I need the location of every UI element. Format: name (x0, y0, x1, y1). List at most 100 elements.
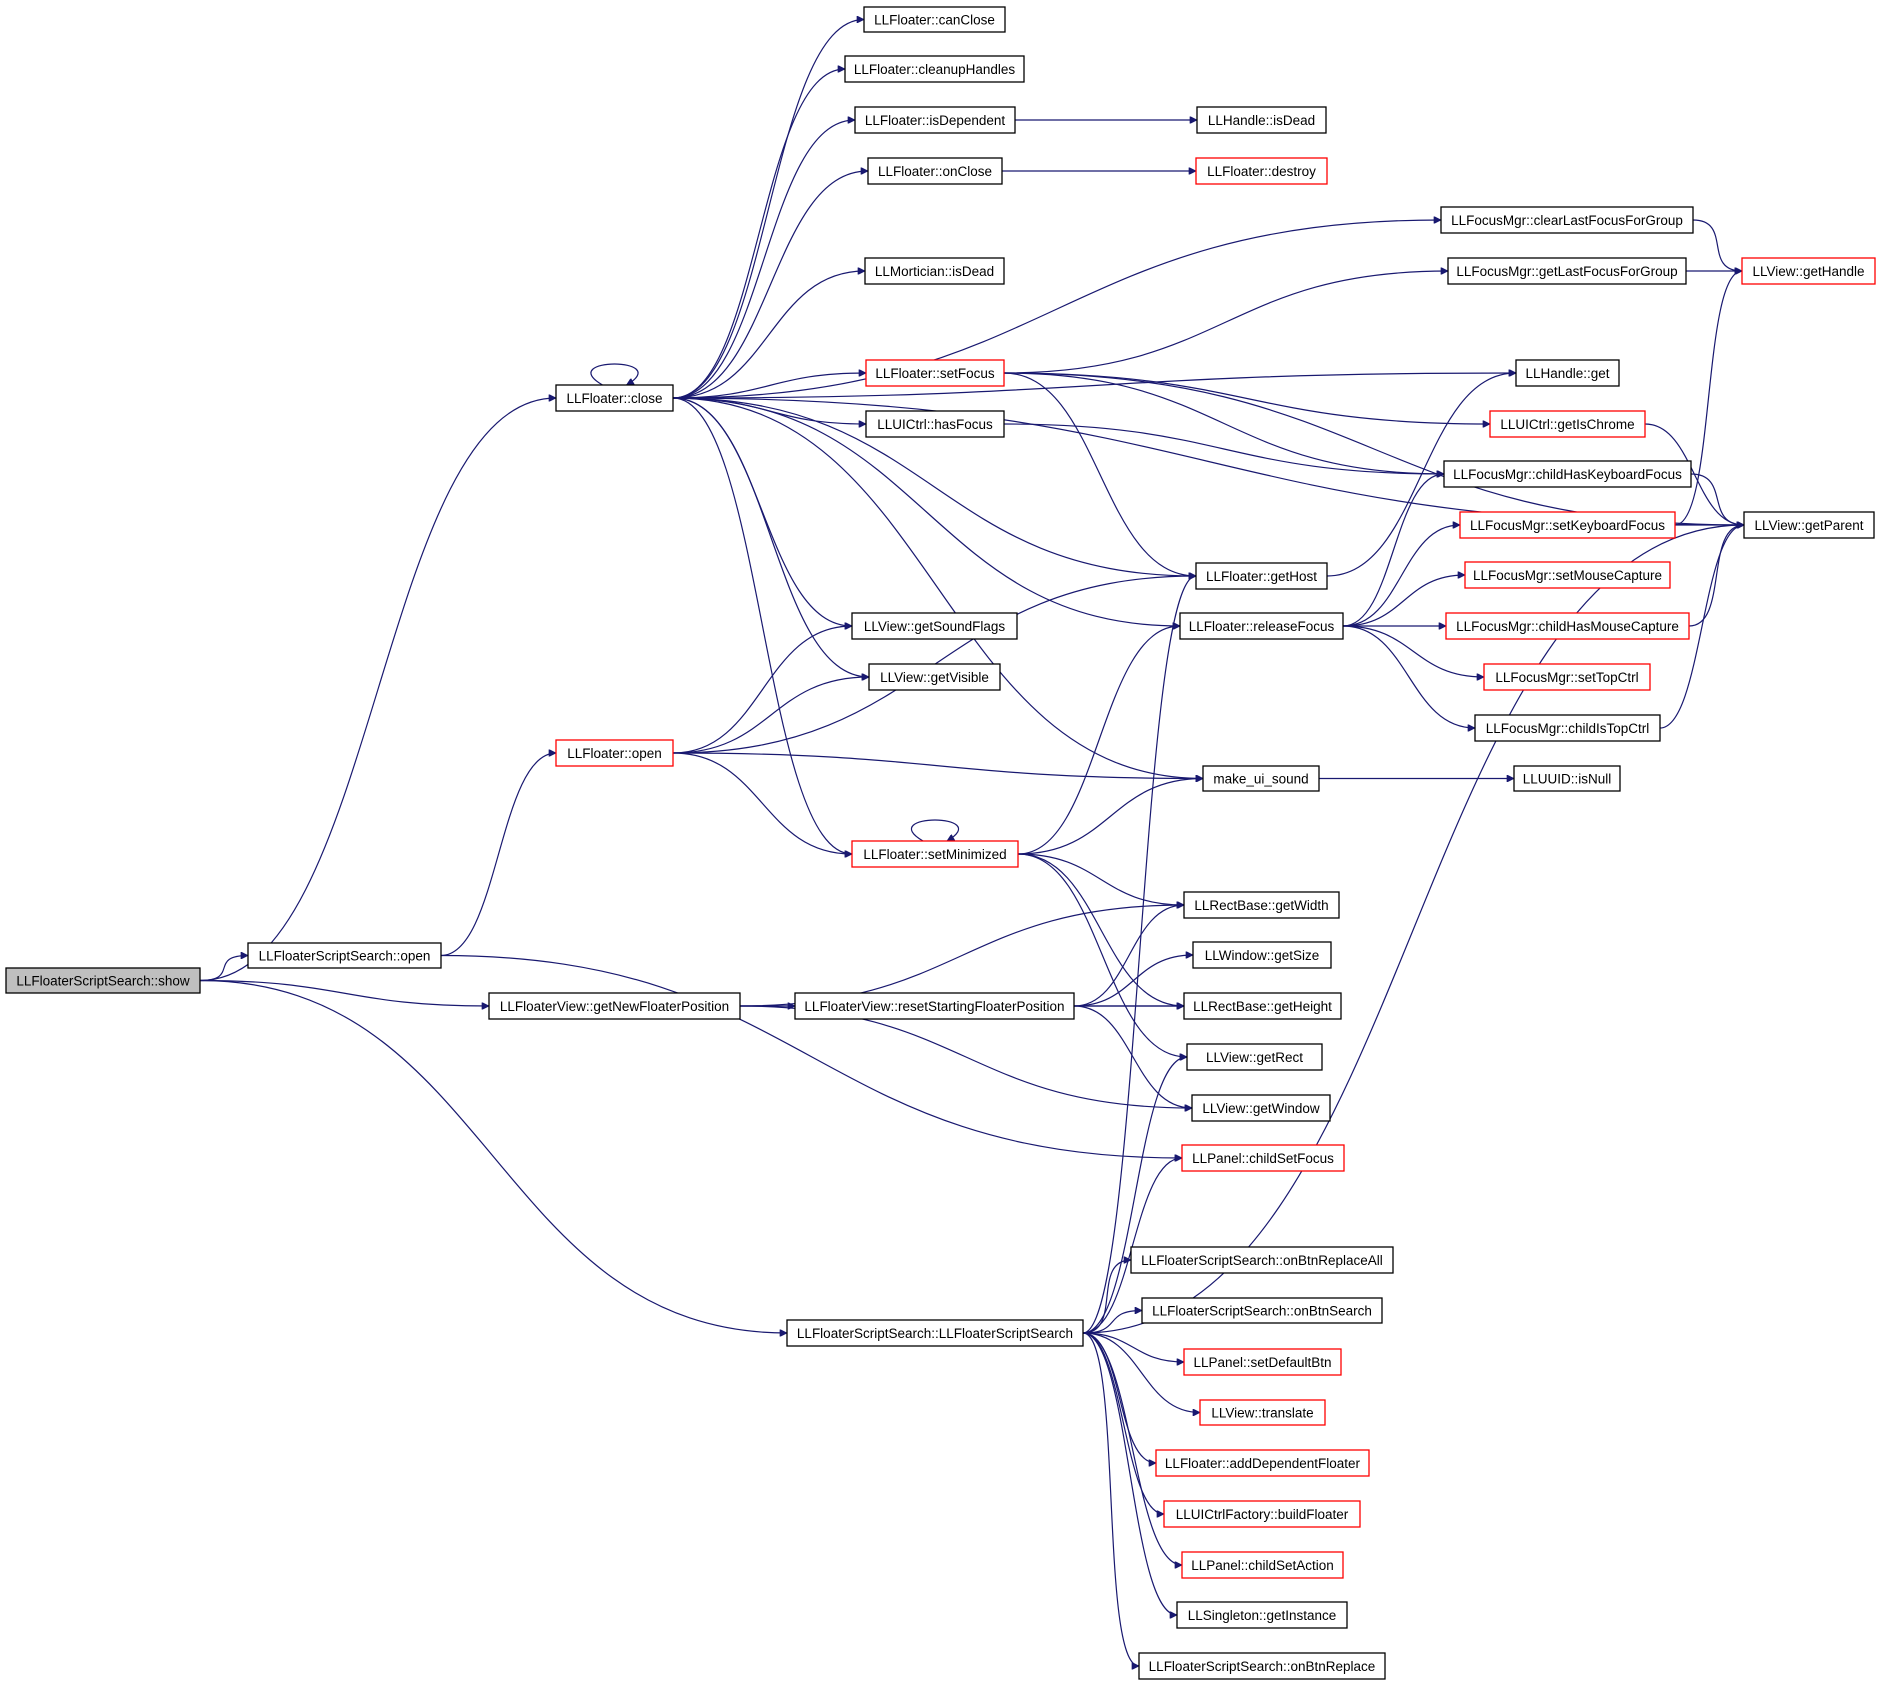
node-box (851, 612, 1018, 640)
edge-childHasKeyboardFocus-to-getParent (1690, 473, 1744, 525)
node-getNewFloaterPosition[interactable]: LLFloaterView::getNewFloaterPosition (488, 992, 741, 1020)
node-mortician_isDead[interactable]: LLMortician::isDead (864, 257, 1005, 285)
edge-fss_open-to-fl_open (440, 753, 556, 957)
edge-fl_open-to-setMinimized (672, 752, 852, 854)
edge-fss_ctor-to-setDefaultBtn (1082, 1332, 1184, 1362)
node-label: LLView::getHandle (1752, 264, 1864, 279)
node-label: LLFloater::setMinimized (863, 847, 1006, 862)
node-getHandle[interactable]: LLView::getHandle (1741, 257, 1876, 285)
edge-fl_open-to-getSoundFlags (672, 626, 852, 754)
node-getWindow[interactable]: LLView::getWindow (1191, 1094, 1331, 1122)
node-label: LLWindow::getSize (1205, 948, 1320, 963)
node-label: LLView::getSoundFlags (864, 619, 1006, 634)
edge-close-to-cleanupHandles (672, 69, 845, 399)
edge-setFocus-to-getHost (1003, 372, 1196, 576)
node-setKeyboardFocus[interactable]: LLFocusMgr::setKeyboardFocus (1459, 511, 1676, 539)
node-show[interactable]: LLFloaterScriptSearch::show (5, 967, 201, 994)
node-box (854, 106, 1016, 134)
edge-setFocus-to-getLastFocusForGroup (1003, 271, 1448, 374)
node-setMouseCapture[interactable]: LLFocusMgr::setMouseCapture (1464, 561, 1671, 589)
node-handle_isDead[interactable]: LLHandle::isDead (1196, 106, 1327, 134)
edge-getNewFloaterPosition-to-getWindow (739, 1005, 1192, 1108)
node-label: LLFloaterScriptSearch::onBtnSearch (1152, 1304, 1372, 1319)
node-label: LLFloaterScriptSearch::show (16, 974, 190, 989)
node-onClose[interactable]: LLFloater::onClose (867, 157, 1003, 185)
node-isDependent[interactable]: LLFloater::isDependent (854, 106, 1016, 134)
node-box (1183, 891, 1340, 919)
node-getRect[interactable]: LLView::getRect (1186, 1043, 1323, 1071)
node-onBtnReplace[interactable]: LLFloaterScriptSearch::onBtnReplace (1138, 1652, 1386, 1680)
node-label: LLFloater::getHost (1206, 569, 1317, 584)
node-label: LLView::getVisible (880, 670, 989, 685)
node-box (868, 663, 1001, 691)
node-box (1186, 1043, 1323, 1071)
edge-clearLastFocusForGroup-to-getHandle (1692, 219, 1742, 271)
node-getParent[interactable]: LLView::getParent (1743, 511, 1875, 539)
node-setTopCtrl[interactable]: LLFocusMgr::setTopCtrl (1483, 663, 1651, 691)
node-label: LLFloater::onClose (878, 164, 992, 179)
node-handle_get[interactable]: LLHandle::get (1515, 359, 1620, 387)
node-close[interactable]: LLFloater::close (555, 384, 674, 412)
edge-releaseFocus-to-childIsTopCtrl (1342, 625, 1475, 728)
node-fl_open[interactable]: LLFloater::open (555, 739, 674, 767)
node-box (867, 157, 1003, 185)
node-getWidth[interactable]: LLRectBase::getWidth (1183, 891, 1340, 919)
node-buildFloater[interactable]: LLUICtrlFactory::buildFloater (1163, 1500, 1361, 1528)
node-box (1141, 1297, 1383, 1324)
node-getSoundFlags[interactable]: LLView::getSoundFlags (851, 612, 1018, 640)
node-make_ui_sound[interactable]: make_ui_sound (1202, 765, 1320, 792)
node-label: LLMortician::isDead (875, 264, 994, 279)
node-layer: LLFloaterScriptSearch::showLLFloaterScri… (5, 6, 1876, 1680)
node-box (865, 359, 1005, 387)
edge-close-to-onClose (672, 171, 868, 399)
node-onBtnSearch[interactable]: LLFloaterScriptSearch::onBtnSearch (1141, 1297, 1383, 1324)
node-resetStartingFloaterPosition[interactable]: LLFloaterView::resetStartingFloaterPosit… (794, 992, 1075, 1020)
node-getSize[interactable]: LLWindow::getSize (1192, 941, 1332, 969)
node-childSetAction[interactable]: LLPanel::childSetAction (1181, 1551, 1344, 1579)
node-box (1199, 1399, 1326, 1426)
node-canClose[interactable]: LLFloater::canClose (863, 6, 1006, 33)
edge-show-to-fss_open (199, 956, 248, 982)
node-label: LLUICtrl::getIsChrome (1500, 417, 1634, 432)
node-childIsTopCtrl[interactable]: LLFocusMgr::childIsTopCtrl (1474, 714, 1661, 742)
node-box (247, 942, 442, 969)
node-label: LLFloaterView::getNewFloaterPosition (500, 999, 729, 1014)
node-setFocus[interactable]: LLFloater::setFocus (865, 359, 1005, 387)
node-releaseFocus[interactable]: LLFloater::releaseFocus (1179, 612, 1344, 640)
node-label: LLUUID::isNull (1523, 772, 1612, 787)
edge-setFocus-to-getIsChrome (1003, 372, 1490, 424)
node-setMinimized[interactable]: LLFloater::setMinimized (851, 840, 1019, 868)
node-cleanupHandles[interactable]: LLFloater::cleanupHandles (844, 55, 1025, 83)
node-destroy[interactable]: LLFloater::destroy (1195, 157, 1328, 185)
node-label: LLFloater::releaseFocus (1189, 619, 1335, 634)
node-box (1515, 359, 1620, 387)
node-setDefaultBtn[interactable]: LLPanel::setDefaultBtn (1183, 1348, 1342, 1376)
node-translate[interactable]: LLView::translate (1199, 1399, 1326, 1426)
node-getInstance[interactable]: LLSingleton::getInstance (1176, 1601, 1348, 1629)
node-box (1464, 561, 1671, 589)
node-fss_ctor[interactable]: LLFloaterScriptSearch::LLFloaterScriptSe… (786, 1319, 1084, 1347)
node-getHeight[interactable]: LLRectBase::getHeight (1183, 992, 1342, 1020)
node-childHasKeyboardFocus[interactable]: LLFocusMgr::childHasKeyboardFocus (1443, 460, 1692, 488)
node-fss_open[interactable]: LLFloaterScriptSearch::open (247, 942, 442, 969)
node-box (1183, 992, 1342, 1020)
node-getLastFocusForGroup[interactable]: LLFocusMgr::getLastFocusForGroup (1447, 257, 1687, 285)
node-addDependentFloater[interactable]: LLFloater::addDependentFloater (1155, 1449, 1370, 1477)
node-childSetFocus[interactable]: LLPanel::childSetFocus (1181, 1144, 1345, 1172)
node-isNull[interactable]: LLUUID::isNull (1513, 765, 1621, 792)
node-clearLastFocusForGroup[interactable]: LLFocusMgr::clearLastFocusForGroup (1440, 206, 1694, 234)
node-childHasMouseCapture[interactable]: LLFocusMgr::childHasMouseCapture (1445, 612, 1690, 640)
edge-releaseFocus-to-setKeyboardFocus (1342, 525, 1460, 627)
node-onBtnReplaceAll[interactable]: LLFloaterScriptSearch::onBtnReplaceAll (1130, 1246, 1394, 1274)
edge-show-to-getNewFloaterPosition (199, 979, 489, 1007)
edge-getHost-to-handle_get (1326, 373, 1516, 577)
node-getHost[interactable]: LLFloater::getHost (1195, 562, 1328, 590)
node-box (1447, 257, 1687, 285)
node-hasFocus[interactable]: LLUICtrl::hasFocus (865, 410, 1005, 438)
node-label: LLUICtrlFactory::buildFloater (1176, 1507, 1349, 1522)
edge-close-to-setFocus (672, 373, 866, 399)
node-label: LLFloater::close (566, 391, 662, 406)
node-getIsChrome[interactable]: LLUICtrl::getIsChrome (1489, 410, 1646, 438)
node-getVisible[interactable]: LLView::getVisible (868, 663, 1001, 691)
